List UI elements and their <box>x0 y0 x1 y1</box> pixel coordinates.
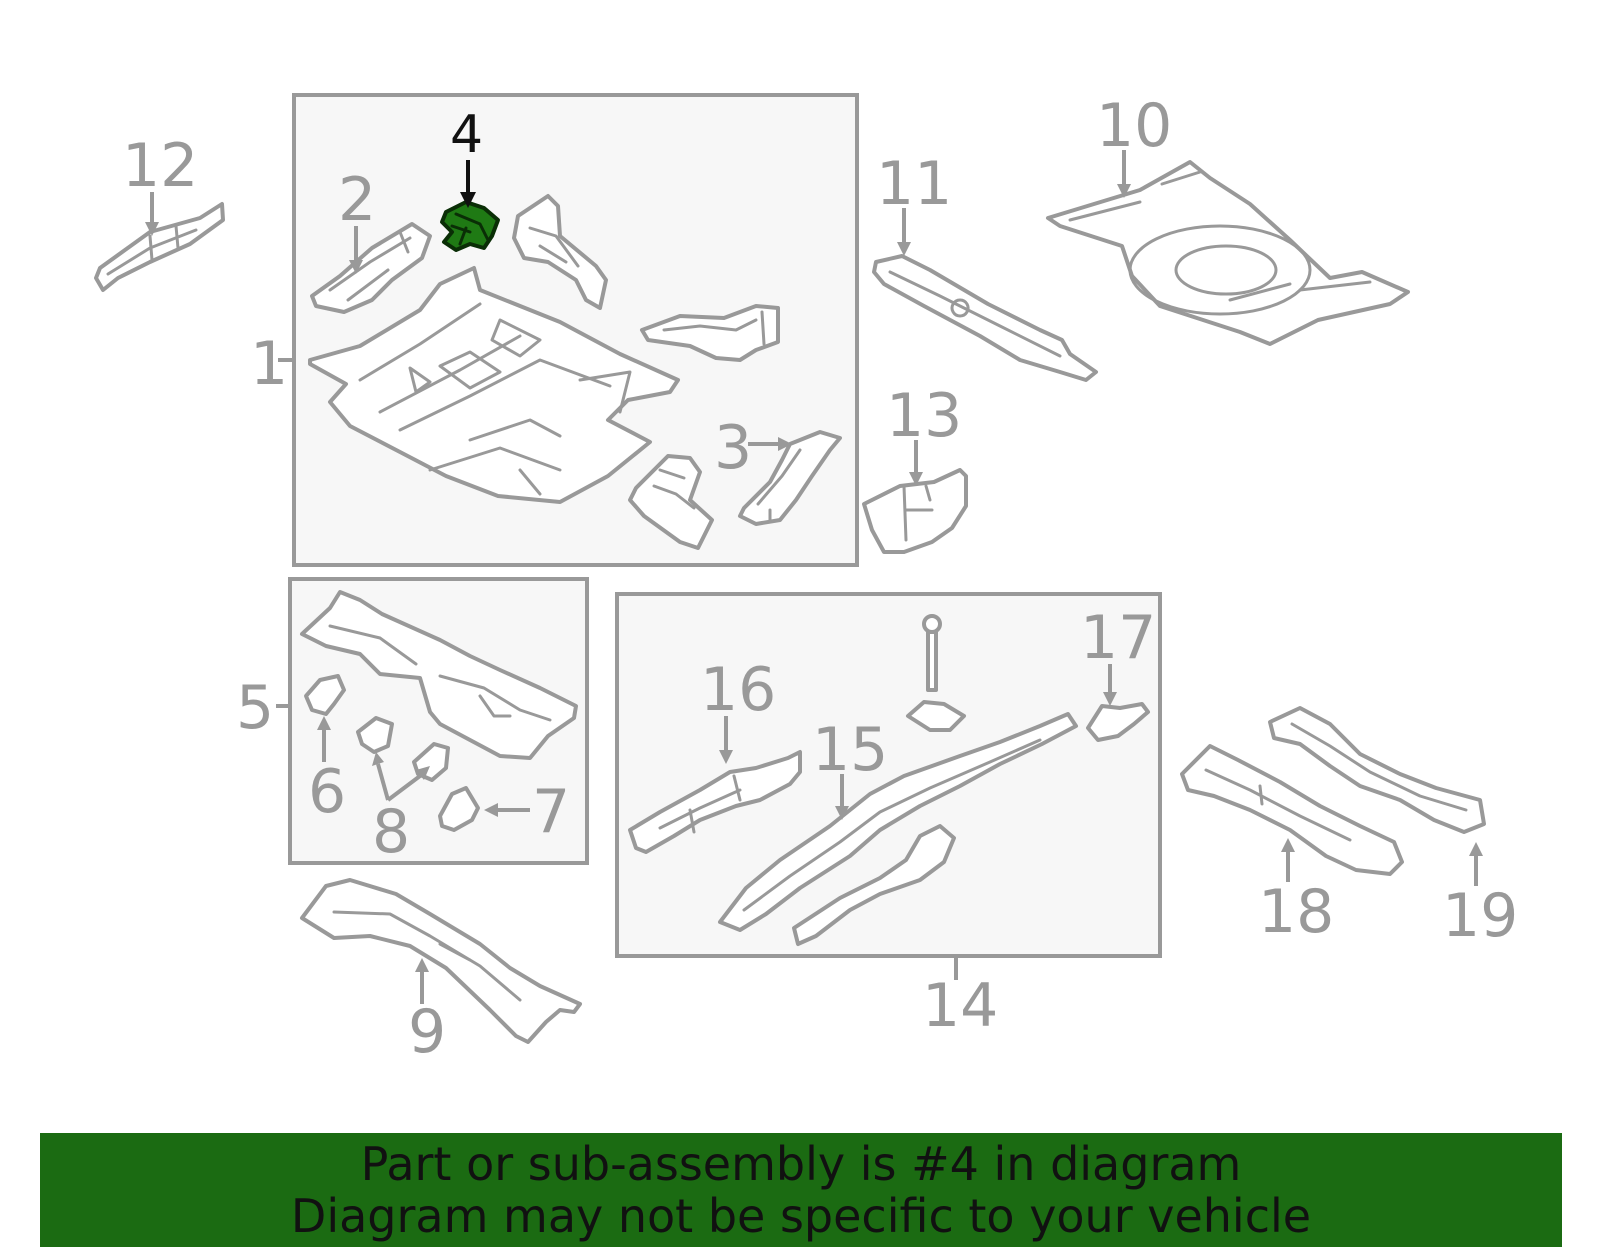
callout-16[interactable]: 16 <box>700 655 776 725</box>
leader-11 <box>897 208 911 256</box>
part-17-bracket[interactable] <box>1086 702 1150 742</box>
leader-9 <box>415 958 429 1004</box>
callout-5[interactable]: 5 <box>236 673 274 743</box>
part-1-floor-support[interactable] <box>628 454 714 550</box>
info-banner: Part or sub-assembly is #4 in diagram Di… <box>40 1133 1562 1247</box>
part-10-rear-floor-panel[interactable] <box>1046 160 1410 346</box>
leader-6 <box>317 716 331 762</box>
leader-13 <box>909 440 923 486</box>
part-3-bracket[interactable] <box>738 430 842 526</box>
leader-3 <box>748 437 792 451</box>
part-5-crossmember[interactable] <box>300 590 578 760</box>
leader-12 <box>145 192 159 236</box>
group-box-14 <box>615 592 1162 958</box>
callout-10[interactable]: 10 <box>1096 91 1172 161</box>
part-7-bracket[interactable] <box>438 786 480 832</box>
leader-16 <box>719 716 733 764</box>
callout-19[interactable]: 19 <box>1442 881 1518 951</box>
part-15-lower-rail[interactable] <box>792 824 956 946</box>
part-1-side-panel[interactable] <box>512 194 608 310</box>
callout-1[interactable]: 1 <box>250 329 288 399</box>
part-19-rail[interactable] <box>1268 706 1486 834</box>
leader-19 <box>1469 842 1483 886</box>
callout-14[interactable]: 14 <box>922 971 998 1041</box>
callout-2[interactable]: 2 <box>338 165 376 235</box>
leader-15 <box>835 774 849 820</box>
callout-9[interactable]: 9 <box>408 997 446 1067</box>
part-6-bracket[interactable] <box>304 674 346 716</box>
callout-4[interactable]: 4 <box>450 105 483 165</box>
part-16-bracket[interactable] <box>628 750 802 854</box>
callout-15[interactable]: 15 <box>812 715 888 785</box>
part-1-rear-bracket[interactable] <box>640 304 780 362</box>
banner-line-1: Part or sub-assembly is #4 in diagram <box>360 1137 1242 1191</box>
part-15-bolt[interactable] <box>906 614 966 732</box>
callout-11[interactable]: 11 <box>876 149 952 219</box>
callout-7[interactable]: 7 <box>532 777 570 847</box>
part-4-bracket-highlighted[interactable] <box>440 200 500 252</box>
part-8-bracket-a[interactable] <box>356 716 394 754</box>
callout-12[interactable]: 12 <box>122 131 198 201</box>
part-1-floor-pan[interactable] <box>308 266 680 504</box>
callout-17[interactable]: 17 <box>1080 603 1156 673</box>
leader-2 <box>349 226 363 274</box>
leader-4 <box>460 160 476 208</box>
leader-10 <box>1117 150 1131 198</box>
leader-18 <box>1281 838 1295 882</box>
part-13-panel[interactable] <box>862 468 968 554</box>
part-18-crossmember[interactable] <box>1180 744 1404 876</box>
callout-8[interactable]: 8 <box>372 797 410 867</box>
leader-17 <box>1103 664 1117 706</box>
leader-7 <box>484 803 530 817</box>
banner-line-2: Diagram may not be specific to your vehi… <box>290 1189 1312 1243</box>
part-12-crossmember[interactable] <box>94 202 225 292</box>
part-11-crossmember[interactable] <box>872 254 1098 382</box>
leader-8 <box>372 752 430 802</box>
callout-13[interactable]: 13 <box>886 381 962 451</box>
part-9-crossmember[interactable] <box>300 878 582 1044</box>
callout-3[interactable]: 3 <box>714 413 752 483</box>
callout-18[interactable]: 18 <box>1258 877 1334 947</box>
part-2-bracket[interactable] <box>310 222 432 314</box>
callout-6[interactable]: 6 <box>308 757 346 827</box>
